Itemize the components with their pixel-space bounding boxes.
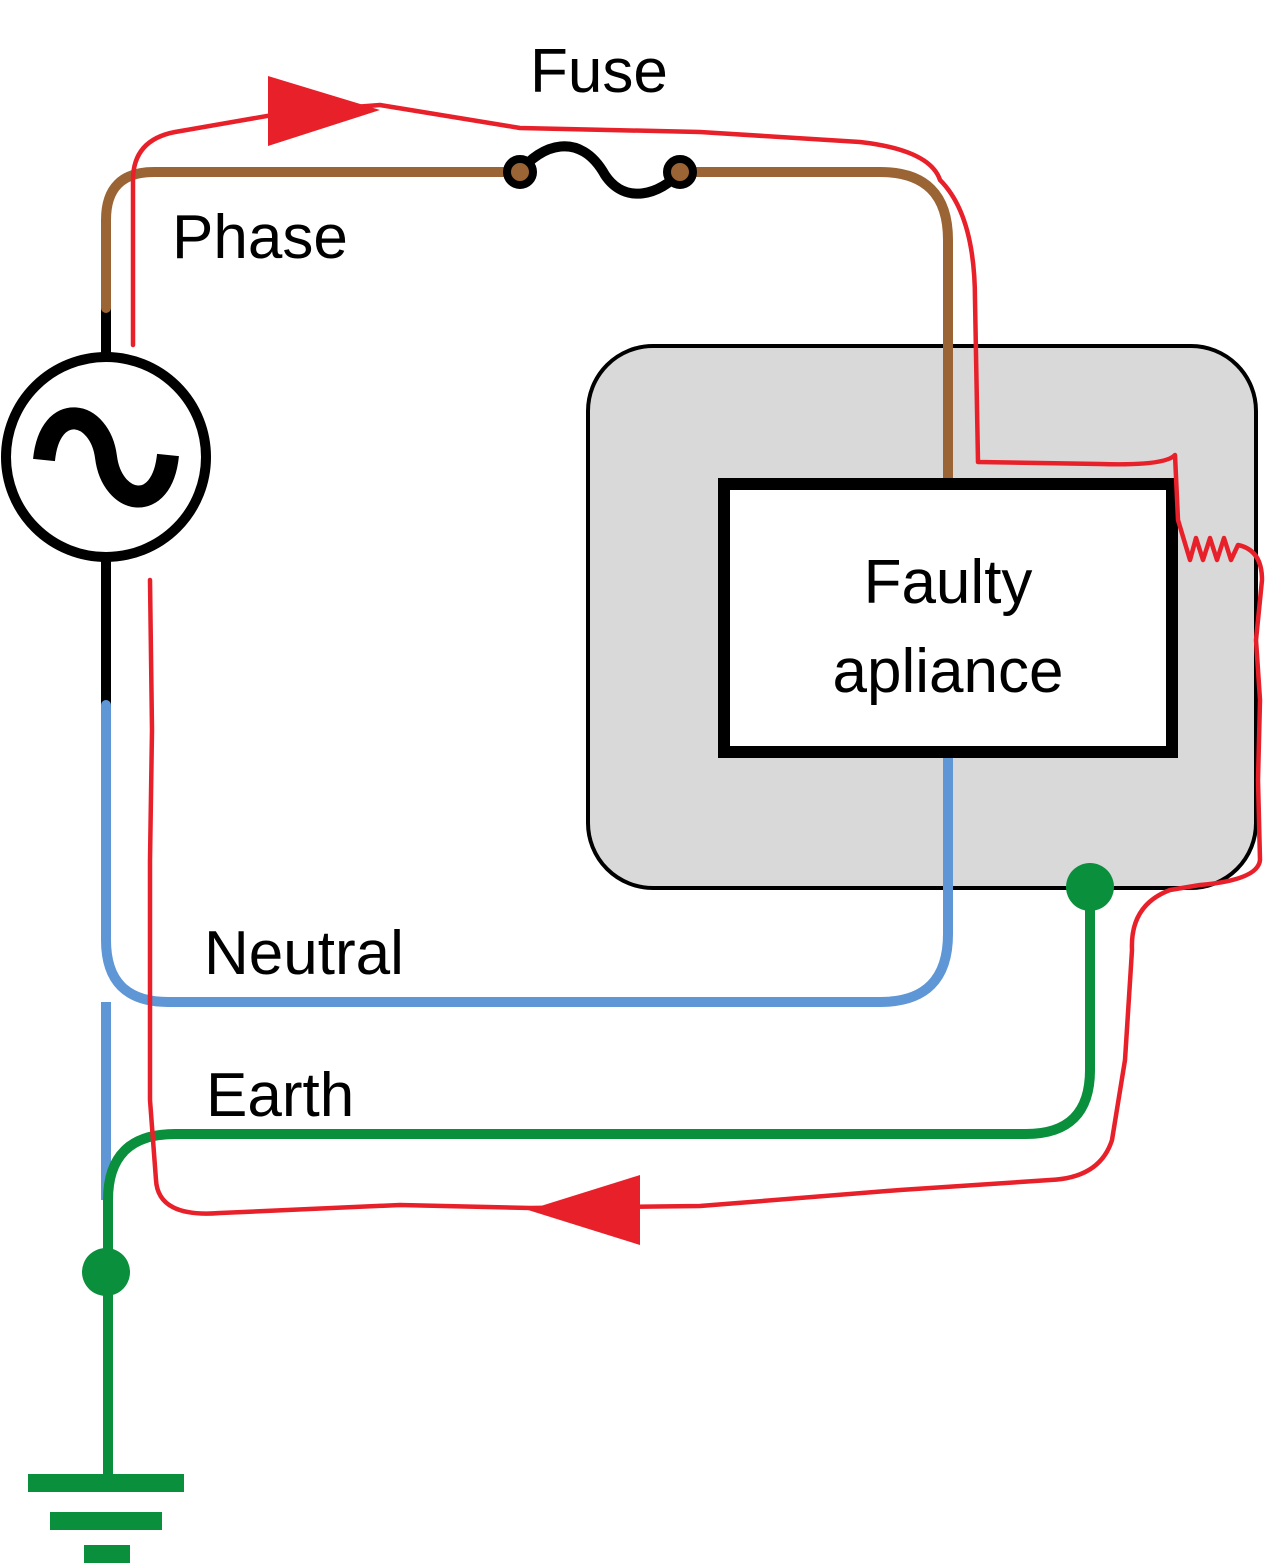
phase-wire: [101, 167, 525, 313]
earth-wire: [103, 883, 1095, 1480]
phase-wire-to-appliance: [675, 167, 953, 493]
earth-ground-node: [82, 1248, 130, 1296]
earth-label: Earth: [206, 1061, 354, 1130]
appliance-label-line1: Faulty: [864, 548, 1033, 617]
current-arrow-forward-icon: [268, 76, 380, 146]
neutral-label: Neutral: [204, 919, 404, 988]
fuse-icon: [503, 141, 697, 199]
ground-icon: [28, 1474, 184, 1563]
faulty-appliance-box: [718, 478, 1178, 758]
fault-current-path: [130, 102, 1265, 1216]
ac-source-icon: [1, 352, 211, 562]
fuse-label: Fuse: [530, 37, 668, 106]
phase-label: Phase: [172, 203, 348, 272]
neutral-wire: [101, 700, 953, 1007]
current-arrow-return-icon: [528, 1175, 640, 1245]
earth-casing-node: [1066, 863, 1114, 911]
appliance-label-line2: apliance: [833, 637, 1064, 706]
